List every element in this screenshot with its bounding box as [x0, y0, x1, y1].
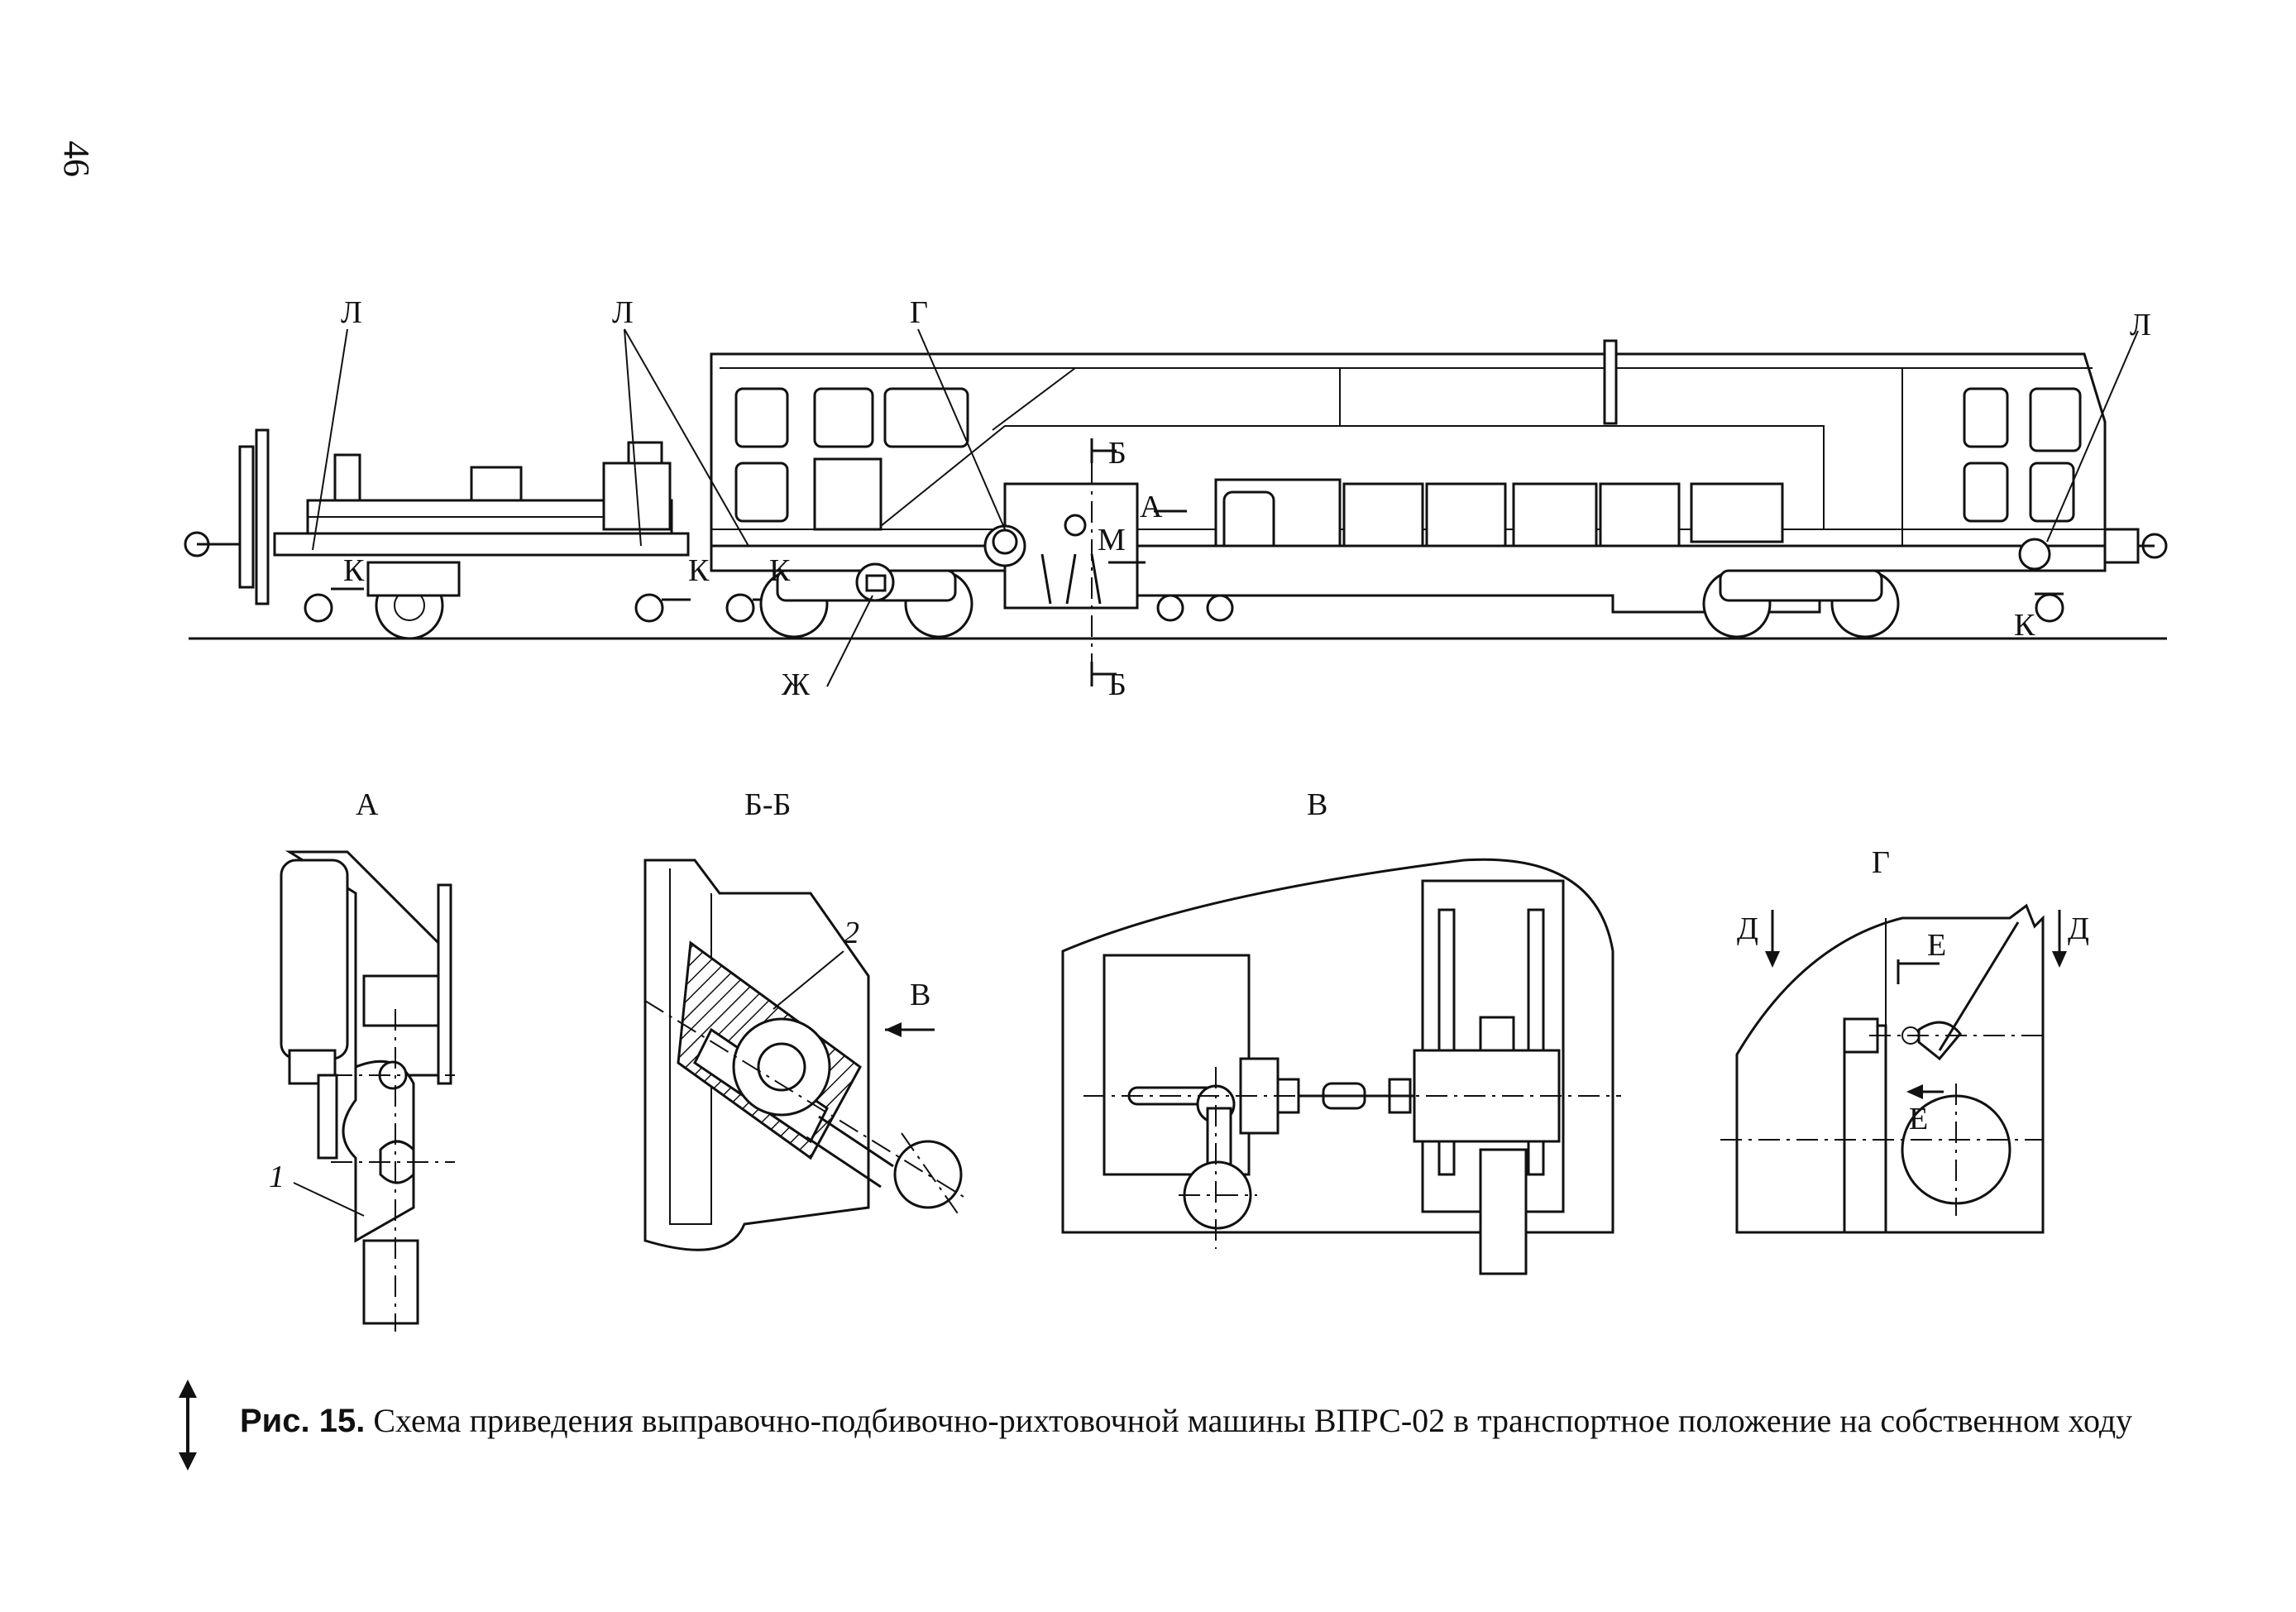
label-zh: Ж — [782, 667, 811, 702]
figure-caption: Рис. 15. Схема приведения выправочно-под… — [240, 1399, 2184, 1442]
detail-g-d-right: Д — [2068, 911, 2089, 946]
detail-a-callout: 1 — [269, 1160, 285, 1194]
detail-g — [1720, 903, 2067, 1234]
label-m: М — [1098, 523, 1126, 557]
figure-caption-text: Схема приведения выправочно-подбивочно-р… — [373, 1402, 2133, 1439]
detail-g-d-left: Д — [1737, 911, 1758, 946]
label-b-bottom: Б — [1108, 667, 1126, 702]
label-l-left: Л — [341, 295, 362, 330]
detail-bb-callout: 2 — [844, 916, 859, 950]
detail-g-e-top: Е — [1927, 928, 1946, 963]
label-l-right: Л — [2130, 308, 2151, 342]
machine-side-view — [184, 328, 2168, 687]
detail-bb-arrow-label: В — [910, 978, 930, 1012]
label-k-1: К — [343, 553, 365, 588]
detail-bb — [643, 859, 969, 1251]
label-k-2: К — [688, 553, 710, 588]
page-orientation-arrow-icon — [179, 1380, 197, 1471]
detail-v — [1061, 858, 1621, 1275]
detail-g-e-bottom: Е — [1909, 1102, 1928, 1136]
label-k-4: К — [2014, 608, 2035, 643]
label-a: А — [1140, 490, 1163, 524]
detail-v-title: В — [1307, 787, 1327, 822]
label-l-middle: Л — [612, 295, 634, 330]
label-b-top: Б — [1108, 436, 1126, 471]
figure-label: Рис. 15. — [240, 1403, 366, 1439]
label-k-3: К — [769, 553, 791, 588]
detail-a-title: А — [356, 787, 379, 822]
label-g: Г — [910, 295, 928, 330]
detail-g-title: Г — [1872, 845, 1890, 880]
detail-a — [280, 850, 455, 1332]
detail-bb-title: Б-Б — [744, 787, 791, 822]
